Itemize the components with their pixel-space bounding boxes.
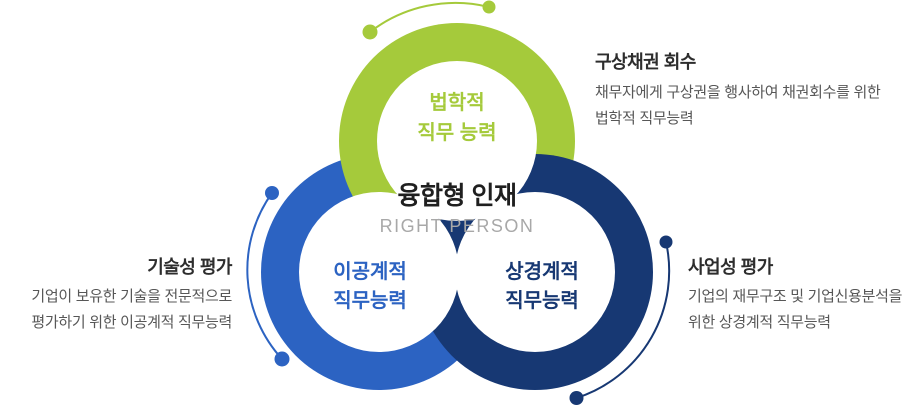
top-arc-left-dot [362, 24, 378, 40]
top-green-arc [369, 1, 490, 33]
center-title-block: 융합형 인재 RIGHT PERSON [307, 182, 607, 238]
label-legal-competency: 법학적 직무 능력 [357, 88, 557, 148]
annotation-technical-body: 기업이 보유한 기술을 전문적으로 평가하기 위한 이공계적 직무능력 [31, 284, 232, 336]
top-arc-right-dot [482, 0, 496, 14]
annotation-business-body: 기업의 재무구조 및 기업신용분석을 위한 상경계적 직무능력 [688, 284, 902, 336]
annotation-recovery-body: 채무자에게 구상권을 행사하여 채권회수를 위한 법학적 직무능력 [595, 80, 881, 132]
annotation-technical-line1: 기업이 보유한 기술을 전문적으로 [31, 288, 232, 305]
legal-ring-hole [377, 61, 537, 221]
annotation-technical: 기술성 평가 기업이 보유한 기술을 전문적으로 평가하기 위한 이공계적 직무… [31, 256, 232, 336]
annotation-recovery-title: 구상채권 회수 [595, 52, 696, 72]
annotation-business-line2: 위한 상경계적 직무능력 [688, 314, 831, 331]
label-engineering-competency: 이공계적 직무능력 [270, 258, 470, 316]
annotation-recovery-line1: 채무자에게 구상권을 행사하여 채권회수를 위한 [595, 84, 881, 101]
label-engineering-line2: 직무능력 [333, 290, 407, 312]
annotation-business: 사업성 평가 기업의 재무구조 및 기업신용분석을 위한 상경계적 직무능력 [688, 256, 902, 336]
annotation-recovery-line2: 법학적 직무능력 [595, 110, 694, 127]
label-commerce-competency: 상경계적 직무능력 [442, 258, 642, 316]
right-navy-arc [576, 241, 671, 399]
left-blue-arc [246, 192, 283, 360]
label-commerce-line1: 상경계적 [505, 261, 579, 283]
label-legal-line1: 법학적 [429, 92, 485, 114]
annotation-technical-title: 기술성 평가 [147, 257, 232, 277]
label-commerce-line2: 직무능력 [505, 290, 579, 312]
engineering-ring-hole [299, 192, 459, 352]
right-arc-bottom-dot [569, 391, 584, 405]
annotation-business-title: 사업성 평가 [688, 257, 773, 277]
label-legal-line2: 직무 능력 [417, 122, 497, 144]
commerce-ring-hole [455, 192, 615, 352]
right-arc-top-dot [659, 235, 673, 249]
label-engineering-line1: 이공계적 [333, 261, 407, 283]
left-arc-top-dot [265, 186, 279, 200]
annotation-recovery: 구상채권 회수 채무자에게 구상권을 행사하여 채권회수를 위한 법학적 직무능… [595, 51, 881, 132]
center-subtitle: RIGHT PERSON [379, 216, 535, 236]
center-title: 융합형 인재 [397, 182, 517, 210]
left-arc-bottom-dot [274, 351, 290, 367]
annotation-technical-line2: 평가하기 위한 이공계적 직무능력 [31, 314, 232, 331]
annotation-business-line1: 기업의 재무구조 및 기업신용분석을 [688, 288, 903, 305]
